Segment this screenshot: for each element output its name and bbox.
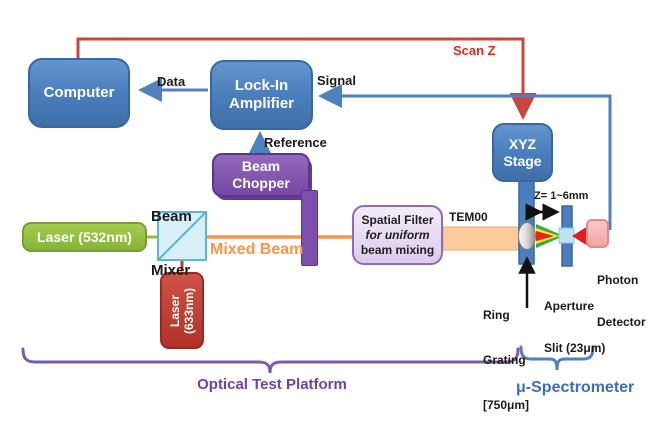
z-range-label: Z= 1~6mm <box>534 190 589 202</box>
optical-test-platform-label: Optical Test Platform <box>197 376 347 393</box>
beam-chopper-blade-bar <box>301 190 318 266</box>
micro-spectrometer-label: μ-Spectrometer <box>516 379 635 396</box>
laser-633-box: Laser (633nm) <box>160 272 204 349</box>
beam-mixer-label-line1: Beam <box>151 208 192 225</box>
laser-532-box: Laser (532nm) <box>22 222 147 252</box>
laser-532-label: Laser (532nm) <box>37 229 132 245</box>
ring-grating-label-line1: Ring <box>483 308 510 322</box>
cone-red <box>536 231 554 241</box>
computer-box: Computer <box>28 58 130 128</box>
scan-z-line <box>76 37 537 120</box>
aperture-slit-label-line2: Slit (23μm) <box>544 341 606 355</box>
tem00-beam <box>442 226 522 251</box>
ring-grating-label-line2: Grating <box>483 353 526 367</box>
ring-grating-label-line3: [750μm] <box>483 398 530 412</box>
xyz-stage-line2: Stage <box>503 152 542 169</box>
tem00-label: TEM00 <box>449 210 488 224</box>
xyz-stage-line1: XYZ <box>508 135 537 152</box>
detector-beam-triangle <box>572 226 588 246</box>
stage-arm-bar <box>518 179 535 265</box>
spatial-filter-line1: Spatial Filter <box>361 212 434 227</box>
photon-detector-label-line2: Detector <box>597 315 646 329</box>
beam-mixer-diagonal <box>158 212 206 260</box>
aperture-slit-label-line1: Aperture <box>544 299 595 313</box>
xyz-stage-box: XYZ Stage <box>492 123 553 182</box>
photon-detector-box <box>586 219 609 248</box>
lock-in-line2: Amplifier <box>228 95 294 112</box>
aperture-slit-label: Aperture Slit (23μm) <box>544 271 605 383</box>
spectrometer-brace <box>519 345 595 371</box>
spatial-filter-line2: for uniform <box>365 227 430 242</box>
photon-detector-label: Photon Detector <box>597 245 646 357</box>
scan-z-label: Scan Z <box>453 43 496 58</box>
lock-in-line1: Lock-In <box>234 77 289 94</box>
beam-chopper-box: Beam Chopper <box>212 153 310 197</box>
reference-label: Reference <box>264 135 327 150</box>
spatial-filter-line3: beam mixing <box>360 242 435 257</box>
lock-in-amplifier-box: Lock-In Amplifier <box>210 60 313 130</box>
ring-grating-element <box>518 222 536 250</box>
beam-mixer-label-line2: Mixer <box>151 262 191 279</box>
aperture-slit-opening <box>558 227 575 244</box>
optical-platform-brace <box>21 347 520 374</box>
photon-detector-label-line1: Photon <box>597 273 639 287</box>
ring-grating-label: Ring Grating [750μm] <box>483 278 529 434</box>
signal-label: Signal <box>317 73 357 88</box>
spatial-filter-box: Spatial Filter for uniform beam mixing <box>352 205 443 265</box>
beam-chopper-line2: Chopper <box>232 175 290 191</box>
mixed-beam-label: Mixed Beam <box>210 241 304 258</box>
data-label: Data <box>157 74 186 89</box>
beam-mixer-label: Beam Mixer <box>151 172 192 316</box>
computer-label: Computer <box>43 84 115 101</box>
beam-chopper-line1: Beam <box>241 158 281 174</box>
signal-line <box>318 84 612 230</box>
